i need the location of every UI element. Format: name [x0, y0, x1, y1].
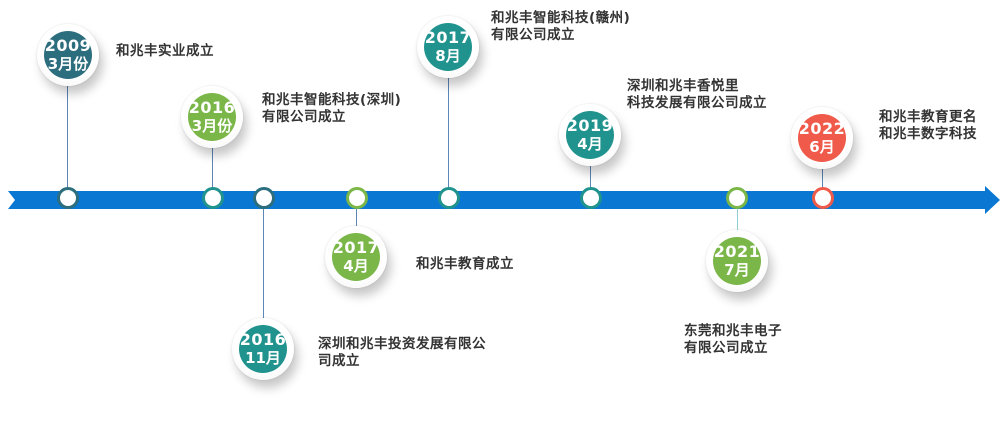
month-label: 3月份: [191, 117, 233, 135]
year-label: 2016: [188, 98, 236, 117]
connector-2009: [67, 86, 68, 188]
event-caption-2017-04: 和兆丰教育成立: [416, 256, 514, 272]
connector-2017-08: [448, 78, 449, 188]
year-label: 2019: [566, 116, 614, 135]
date-badge: 2017 4月: [332, 233, 380, 281]
year-label: 2017: [332, 238, 380, 257]
event-caption-2009: 和兆丰实业成立: [116, 43, 214, 59]
date-bubble-2021-07: 2021 7月: [706, 230, 768, 292]
date-bubble-2019-04: 2019 4月: [559, 104, 621, 166]
connector-2021-07: [737, 208, 738, 232]
connector-2019-04: [590, 166, 591, 188]
date-bubble-2022-06: 2022 6月: [791, 107, 853, 169]
month-label: 11月: [245, 349, 281, 367]
date-badge: 2019 4月: [566, 111, 614, 159]
date-bubble-2017-04: 2017 4月: [325, 226, 387, 288]
date-badge: 2016 11月: [239, 325, 287, 373]
month-label: 4月: [343, 257, 369, 275]
month-label: 3月份: [47, 55, 89, 73]
timeline-arrow-bar: [8, 186, 1000, 214]
date-bubble-2016-11: 2016 11月: [232, 318, 294, 380]
connector-2016-03: [212, 148, 213, 188]
date-badge: 2016 3月份: [188, 93, 236, 141]
connector-2017-04: [356, 208, 357, 228]
event-caption-2016-11: 深圳和兆丰投资发展有限公 司成立: [318, 336, 486, 369]
month-label: 7月: [724, 261, 750, 279]
year-label: 2016: [239, 330, 287, 349]
year-label: 2021: [713, 242, 761, 261]
event-caption-2017-08: 和兆丰智能科技(赣州) 有限公司成立: [491, 10, 631, 43]
timeline-node-2016-11: [253, 187, 275, 209]
date-bubble-2017-08: 2017 8月: [417, 16, 479, 78]
connector-2022-06: [822, 169, 823, 189]
timeline-node-2017-08: [438, 187, 460, 209]
event-caption-2016-03: 和兆丰智能科技(深圳) 有限公司成立: [262, 92, 402, 125]
date-badge: 2022 6月: [798, 114, 846, 162]
event-caption-2021-07: 东莞和兆丰电子 有限公司成立: [684, 323, 782, 356]
date-badge: 2017 8月: [424, 23, 472, 71]
month-label: 6月: [809, 138, 835, 156]
date-bubble-2016-03: 2016 3月份: [181, 86, 243, 148]
year-label: 2017: [424, 28, 472, 47]
connector-2016-11: [263, 208, 264, 320]
year-label: 2009: [44, 36, 92, 55]
timeline-node-2017-04: [346, 187, 368, 209]
date-badge: 2021 7月: [713, 237, 761, 285]
timeline-node-2016-03: [202, 187, 224, 209]
month-label: 8月: [435, 47, 461, 65]
date-badge: 2009 3月份: [44, 31, 92, 79]
year-label: 2022: [798, 119, 846, 138]
timeline-node-2021-07: [726, 187, 748, 209]
month-label: 4月: [577, 135, 603, 153]
event-caption-2022-06: 和兆丰教育更名 和兆丰数字科技: [879, 109, 977, 142]
date-bubble-2009: 2009 3月份: [37, 24, 99, 86]
timeline-node-2009: [57, 187, 79, 209]
timeline-node-2019-04: [580, 187, 602, 209]
event-caption-2019-04: 深圳和兆丰香悦里 科技发展有限公司成立: [627, 78, 767, 111]
timeline-node-2022-06: [812, 187, 834, 209]
